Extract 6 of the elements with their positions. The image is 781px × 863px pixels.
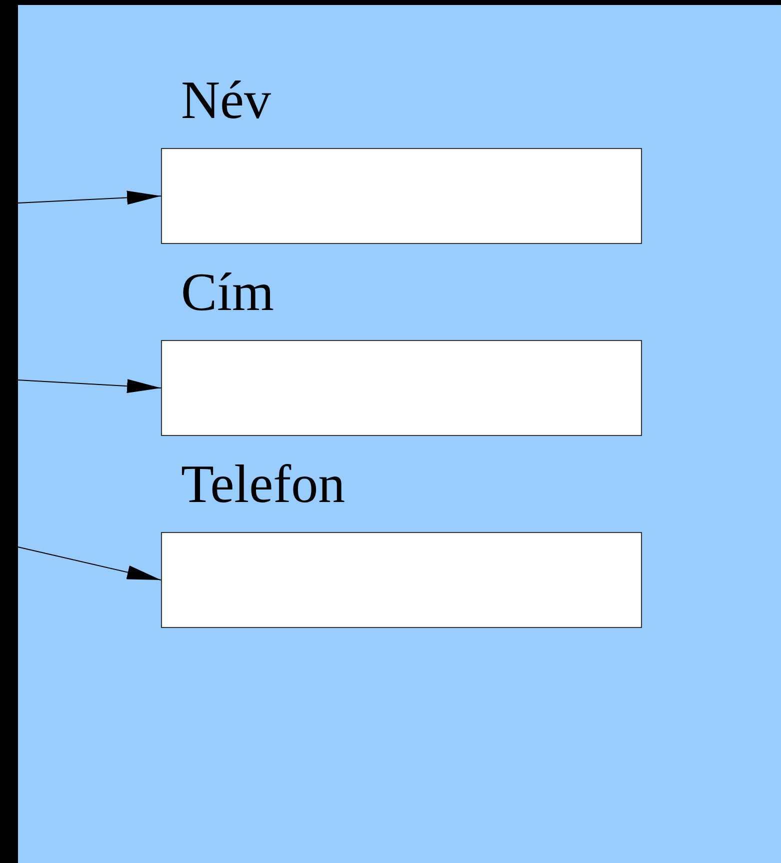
field-label: Telefon <box>181 454 346 514</box>
arrow <box>18 546 162 580</box>
arrow <box>18 190 162 205</box>
field-label: Név <box>181 70 271 130</box>
field-label: Cím <box>181 262 274 322</box>
arrow <box>18 379 162 394</box>
